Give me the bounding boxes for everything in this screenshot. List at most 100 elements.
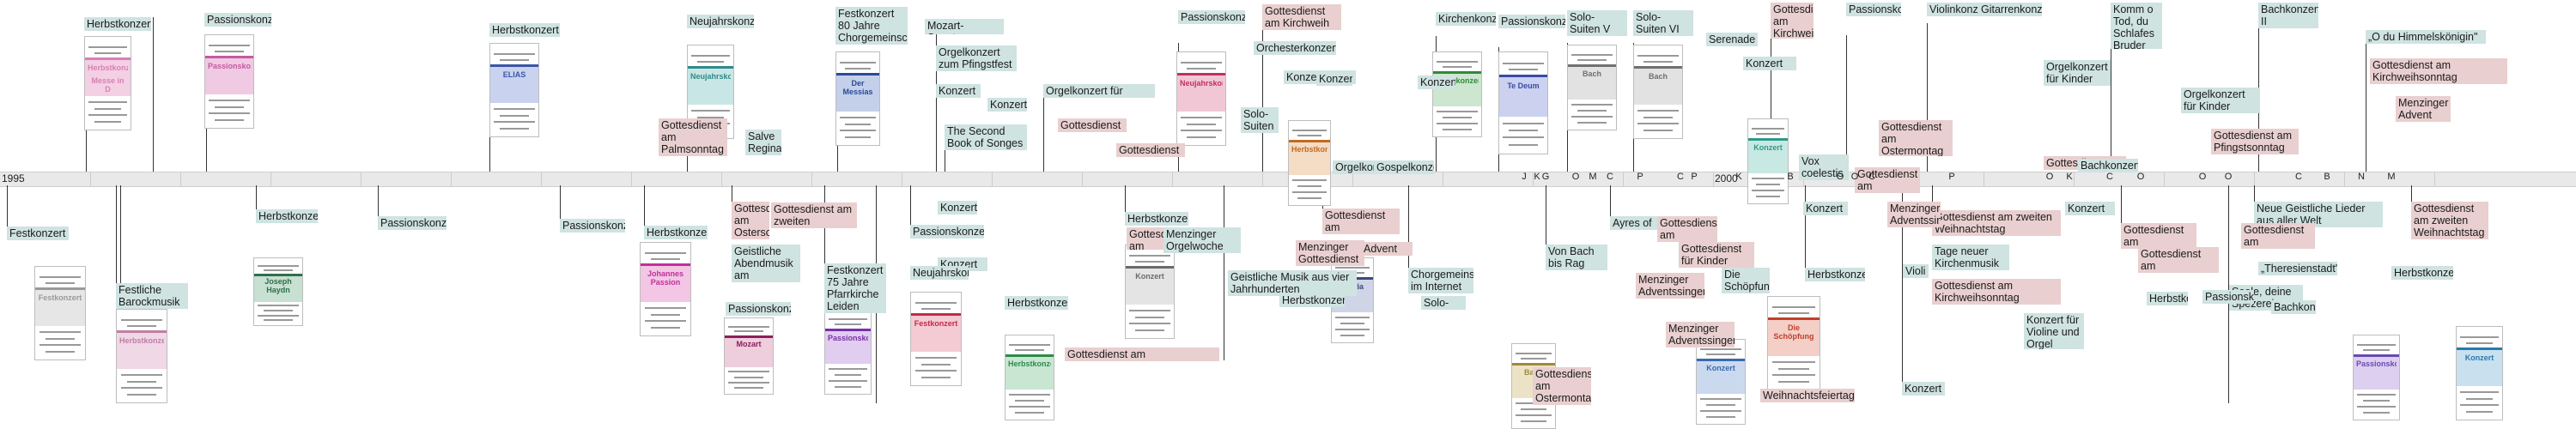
event-poster-thumbnail[interactable]: Konzert xyxy=(1125,245,1175,339)
event-label-concert[interactable]: Konzert xyxy=(936,84,981,98)
event-label-service[interactable]: Menzinger Adventssingen xyxy=(1887,202,1941,227)
event-label-service[interactable]: Gottesdienst am Kirchweihsonntag xyxy=(1932,279,2061,305)
event-label-service[interactable]: Weihnachtsfeiertag xyxy=(1760,389,1855,402)
event-label-service[interactable]: Gottesdienst am Weihnachtstag xyxy=(2138,247,2219,273)
event-label-service[interactable]: Advent xyxy=(1361,242,1413,256)
event-label-concert[interactable]: Passionskonzert xyxy=(1178,10,1245,24)
event-label-service[interactable]: Gottesdienst am Pfingstsonntag xyxy=(1855,167,1920,193)
event-label-concert[interactable]: Passionskonzert xyxy=(378,216,447,230)
axis-event-marker[interactable]: O xyxy=(2045,172,2054,182)
event-poster-thumbnail[interactable]: Festkonzert xyxy=(34,266,86,360)
event-label-concert[interactable]: Herbstkonzert xyxy=(84,17,151,31)
event-label-concert[interactable]: Konzert xyxy=(1743,57,1796,70)
axis-event-marker[interactable]: M xyxy=(2387,172,2396,182)
event-label-service[interactable]: Gottesdienst am zweiten Weihnachtstag xyxy=(771,202,857,228)
event-label-concert[interactable]: Herbstkonzert xyxy=(1805,268,1865,281)
event-poster-thumbnail[interactable]: Der Messias xyxy=(835,51,880,146)
event-label-concert[interactable]: Von Bach bis Rag xyxy=(1546,245,1607,270)
event-poster-thumbnail[interactable]: Bach xyxy=(1567,45,1617,130)
event-label-service[interactable]: Gottesdienst am Pfingstsonntag xyxy=(1657,216,1717,242)
event-label-service[interactable]: Gottesdienst am Kirchweih xyxy=(1262,4,1341,30)
event-poster-thumbnail[interactable]: Joseph Haydn xyxy=(253,257,303,326)
event-poster-thumbnail[interactable]: Konzert xyxy=(1696,339,1746,425)
event-label-concert[interactable]: Passionskonzert xyxy=(204,13,271,27)
event-label-concert[interactable]: Herbstkonzert xyxy=(2147,292,2188,305)
event-label-concert[interactable]: Die Schöpfung xyxy=(1722,268,1770,293)
event-label-concert[interactable]: Passionskonzert xyxy=(2202,290,2254,304)
event-label-concert[interactable]: Salve Regina xyxy=(745,130,781,155)
event-poster-thumbnail[interactable]: Mozart xyxy=(724,317,774,395)
event-label-concert[interactable]: Vox coelestis xyxy=(1799,154,1849,180)
event-label-service[interactable]: Gottesdienst am Pfingstsonntag xyxy=(2211,129,2299,154)
event-label-service[interactable]: Menzinger Advent xyxy=(2396,96,2451,122)
event-label-service[interactable]: Gottesdienst am Kirchweihsonntag xyxy=(2121,223,2196,249)
event-poster-thumbnail[interactable]: Die Schöpfung xyxy=(1767,296,1820,390)
event-label-concert[interactable]: Orgelkonzert für Kinder xyxy=(1043,84,1155,98)
event-label-concert[interactable]: Chorgemeinschaft im Internet xyxy=(1408,268,1473,293)
axis-event-marker[interactable]: K xyxy=(1534,172,1540,182)
axis-event-marker[interactable]: C xyxy=(1607,172,1613,182)
event-poster-thumbnail[interactable]: Te Deum xyxy=(1498,51,1548,154)
axis-event-marker[interactable]: P xyxy=(1637,172,1643,182)
axis-event-marker[interactable]: O xyxy=(2136,172,2145,182)
event-poster-thumbnail[interactable]: Bach xyxy=(1633,45,1683,139)
event-label-concert[interactable]: Bachkonzert xyxy=(2078,159,2138,172)
event-label-concert[interactable]: Konzert xyxy=(1316,72,1352,86)
event-label-concert[interactable]: Konzert xyxy=(987,98,1027,112)
event-label-concert[interactable]: Menzinger Orgelwoche xyxy=(1163,227,1241,253)
axis-event-marker[interactable]: M xyxy=(1589,172,1597,182)
event-label-concert[interactable]: Kirchenkonzert xyxy=(1436,12,1496,26)
event-label-concert[interactable]: Neujahrskonzert xyxy=(910,266,969,280)
axis-event-marker[interactable]: K xyxy=(1735,172,1742,182)
event-label-concert[interactable]: Passionskonzert xyxy=(726,302,791,316)
event-poster-thumbnail[interactable]: Johannes Passion xyxy=(640,242,691,336)
event-label-concert[interactable]: Solo-Suite xyxy=(1421,296,1466,310)
event-poster-thumbnail[interactable]: Neujahrskonzert xyxy=(1176,51,1226,146)
event-label-concert[interactable]: Passionskonzert xyxy=(1498,15,1565,28)
event-label-concert[interactable]: Violi xyxy=(1903,264,1929,278)
event-label-concert[interactable]: Festliche Barockmusik xyxy=(116,283,188,309)
event-label-concert[interactable]: Konzert xyxy=(1418,76,1455,89)
axis-event-marker[interactable]: O xyxy=(2224,172,2233,182)
event-label-concert[interactable]: Bachkonzert xyxy=(2271,300,2316,314)
event-label-service[interactable]: Gottesdienst am zweiten Weihnachtstag xyxy=(1932,210,2061,236)
axis-event-marker[interactable]: C xyxy=(1677,172,1684,182)
axis-event-marker[interactable]: C xyxy=(2106,172,2113,182)
event-label-concert[interactable]: Konzert xyxy=(2065,202,2115,215)
event-label-service[interactable]: Gottesdienst am Ostermontag xyxy=(1879,120,1953,156)
axis-event-marker[interactable]: C xyxy=(1868,172,1875,182)
event-label-service[interactable]: Menzinger Adventssingen xyxy=(1666,322,1735,347)
event-poster-thumbnail[interactable]: HerbstkonzertMesse in D xyxy=(84,36,131,130)
axis-event-marker[interactable]: B xyxy=(1787,172,1794,182)
event-label-concert[interactable]: Herbstkonzert xyxy=(1279,293,1345,307)
event-label-service[interactable]: Gottesdienst am Ostermontag xyxy=(1322,208,1400,234)
event-label-concert[interactable]: Orgelkonzert zum Pfingstfest xyxy=(936,45,1017,71)
axis-event-marker[interactable]: O xyxy=(1571,172,1580,182)
event-label-service[interactable]: Menzinger Gottesdienst xyxy=(1296,240,1364,266)
event-poster-thumbnail[interactable]: Konzert xyxy=(1747,118,1789,204)
event-label-concert[interactable]: Violinkonzert xyxy=(1927,3,1987,16)
event-poster-thumbnail[interactable]: Passionskonzert xyxy=(204,34,254,129)
event-label-concert[interactable]: Komm o Tod, du Schlafes Bruder xyxy=(2111,3,2162,49)
event-poster-thumbnail[interactable]: Herbstkonzert xyxy=(1005,335,1054,420)
axis-event-marker[interactable]: O xyxy=(2198,172,2207,182)
event-label-concert[interactable]: Herbstkonzert xyxy=(644,226,708,239)
event-label-service[interactable]: Gottesdienst am Ostermontag xyxy=(1533,367,1591,405)
event-poster-thumbnail[interactable]: Herbstkonzert xyxy=(116,309,167,403)
event-poster-thumbnail[interactable]: Konzert xyxy=(2456,326,2503,420)
axis-event-marker[interactable]: G xyxy=(1541,172,1550,182)
event-label-concert[interactable]: Herbstkonzert xyxy=(489,23,560,37)
event-label-concert[interactable]: Orchesterkonzert xyxy=(1254,41,1336,55)
event-label-service[interactable]: Gottesdienst am Ostermontag xyxy=(2241,223,2315,249)
event-label-concert[interactable]: Konzert xyxy=(938,201,977,214)
axis-event-marker[interactable]: K xyxy=(2066,172,2073,182)
event-label-concert[interactable]: Passionskonzert xyxy=(910,225,984,239)
axis-event-marker[interactable]: N xyxy=(2358,172,2365,182)
event-label-concert[interactable]: Serenade xyxy=(1706,33,1758,46)
event-label-concert[interactable]: Gitarrenkonzert xyxy=(1978,3,2042,16)
event-label-concert[interactable]: Festkonzert xyxy=(7,227,69,240)
axis-event-marker[interactable]: C xyxy=(2295,172,2302,182)
event-label-service[interactable]: Gottesdienst xyxy=(1116,143,1185,157)
event-label-service[interactable]: Gottesdienst am Kirchweihsonntag xyxy=(2370,58,2507,84)
event-label-concert[interactable]: Solo-Suiten VI xyxy=(1633,10,1693,36)
